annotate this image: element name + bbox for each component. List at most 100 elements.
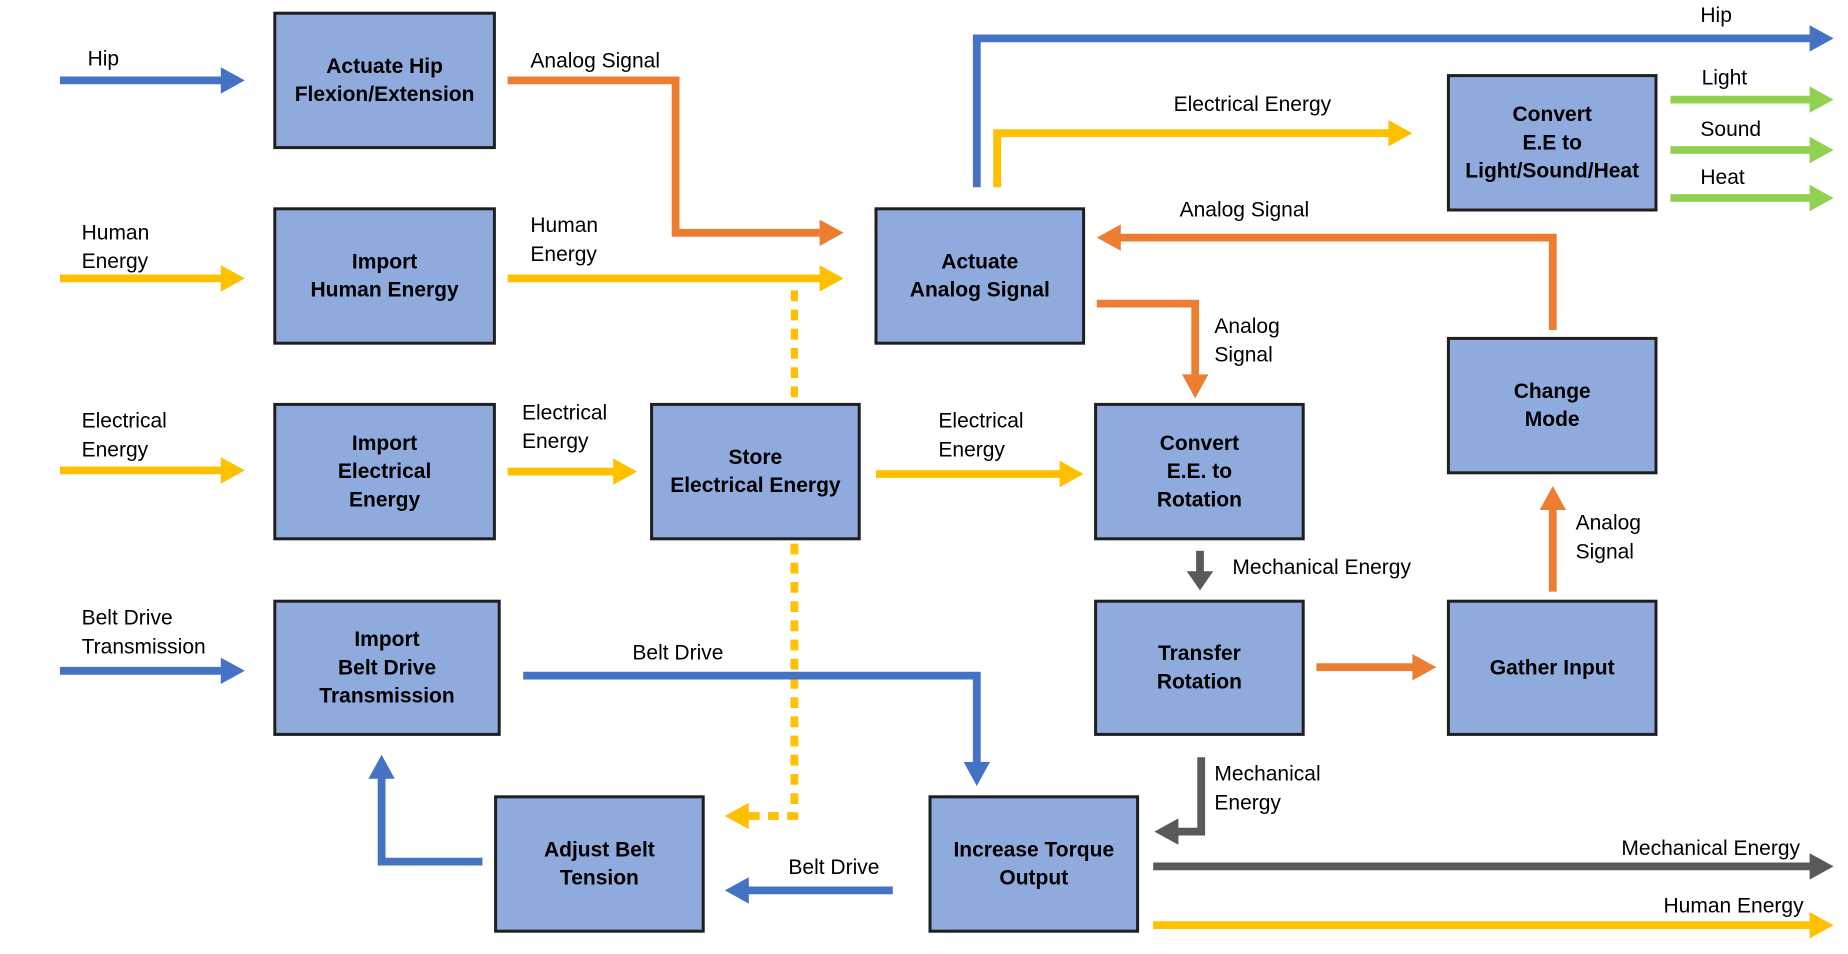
mechanical-out-label-line: Mechanical Energy xyxy=(1621,837,1800,860)
change-mode-box-label: Change xyxy=(1514,380,1591,403)
human-energy-output-arrow xyxy=(1153,912,1834,939)
adjust-belt-box-rect xyxy=(494,795,705,933)
electrical-to-light-arrow xyxy=(993,120,1413,188)
electrical-energy-input-arrow-head xyxy=(220,457,245,484)
mechanical-energy-to-torque-arrow xyxy=(1154,757,1206,845)
human-out-label-line: Human Energy xyxy=(1664,895,1805,918)
electrical-to-light-arrow-line xyxy=(993,129,1390,188)
store-electrical-box-label: Electrical Energy xyxy=(670,474,841,497)
increase-torque-box-rect xyxy=(928,795,1140,933)
flow-arrows xyxy=(60,25,1834,939)
heat-output-arrow-head xyxy=(1809,184,1834,212)
belt-drive-top-label-line: Belt Drive xyxy=(632,641,723,664)
analog-right-label-line: Analog xyxy=(1214,315,1279,338)
convert-rotation-box-label: Rotation xyxy=(1157,488,1242,511)
electrical-top-label-line: Electrical Energy xyxy=(1174,93,1332,116)
electrical-mid2-label-line: Energy xyxy=(938,439,1005,462)
hip-out-label: Hip xyxy=(1700,4,1732,27)
convert-light-box-label: Light/Sound/Heat xyxy=(1465,160,1639,183)
transfer-to-gather-arrow-head xyxy=(1412,654,1437,681)
analog-to-convert-arrow-head xyxy=(1182,374,1209,399)
human-out-label: Human Energy xyxy=(1664,895,1805,918)
change-mode-box-rect xyxy=(1446,336,1658,475)
electrical-in-label-line: Electrical xyxy=(82,410,167,433)
actuate-hip-box-label: Flexion/Extension xyxy=(295,83,475,106)
electrical-to-light-arrow-head xyxy=(1388,120,1413,147)
belt-drive-bottom-label: Belt Drive xyxy=(788,856,879,879)
convert-light-box-label: E.E to xyxy=(1522,131,1582,154)
convert-light-box-label: Convert xyxy=(1513,103,1592,126)
electrical-mid2-label-line: Electrical xyxy=(938,410,1023,433)
belt-drive-bottom-arrow xyxy=(724,877,893,904)
hip-in-label-line: Hip xyxy=(88,47,120,70)
human-energy-input-arrow-head xyxy=(220,265,245,292)
heat-out-label: Heat xyxy=(1700,166,1745,189)
hip-out-label-line: Hip xyxy=(1700,4,1732,27)
electrical-to-store-arrow-head xyxy=(613,458,638,485)
adjust-belt-box-label: Tension xyxy=(560,867,639,890)
transfer-to-gather-arrow xyxy=(1316,654,1437,681)
analog-change-label: Analog Signal xyxy=(1180,199,1310,222)
light-out-label: Light xyxy=(1702,67,1748,90)
change-mode-to-analog-arrow-head xyxy=(1096,224,1121,251)
human-energy-dashed-lower-arrow-head xyxy=(724,802,749,830)
gather-to-change-arrow xyxy=(1539,486,1566,592)
import-belt-box-label: Import xyxy=(354,628,419,651)
import-electrical-box-label: Energy xyxy=(349,488,421,511)
actuate-hip-box-rect xyxy=(273,11,496,150)
import-belt-box-rect xyxy=(273,599,501,736)
actuate-hip-box-label: Actuate Hip xyxy=(326,55,443,78)
heat-output-arrow xyxy=(1670,184,1834,212)
import-belt-box-label: Belt Drive xyxy=(338,656,436,679)
electrical-mid1-label-line: Electrical xyxy=(522,401,607,424)
human-energy-dashed-lower-arrow-line xyxy=(747,543,799,820)
light-output-arrow xyxy=(1670,86,1834,113)
adjust-belt-box-label: Adjust Belt xyxy=(544,838,655,861)
hip-output-arrow-line xyxy=(972,34,1811,188)
hip-output-arrow xyxy=(972,25,1834,188)
hip-input-arrow xyxy=(60,67,245,94)
mechanical-energy-down-arrow xyxy=(1186,550,1214,591)
belt-drive-bottom-arrow-head xyxy=(724,877,749,904)
human-in-label-line: Human xyxy=(82,221,150,244)
store-electrical-box-rect xyxy=(650,402,861,541)
sound-output-arrow-head xyxy=(1809,136,1834,164)
function-boxes: Actuate HipFlexion/ExtensionImportHuman … xyxy=(273,11,1658,933)
belt-drive-input-arrow-head xyxy=(220,657,245,684)
mechanical-low-label-line: Mechanical xyxy=(1214,763,1320,786)
import-electrical-box-rect xyxy=(273,402,496,541)
gather-input-box: Gather Input xyxy=(1446,599,1658,736)
human-energy-input-arrow xyxy=(60,265,245,292)
import-electrical-box-label: Import xyxy=(352,432,417,455)
light-out-label-line: Light xyxy=(1702,67,1748,90)
mechanical-mid-label-line: Mechanical Energy xyxy=(1232,556,1411,579)
transfer-rotation-box-rect xyxy=(1094,599,1305,736)
adjust-tension-to-import-arrow-head xyxy=(368,754,395,779)
convert-rotation-box-label: Convert xyxy=(1160,432,1239,455)
belt-in-label-line: Belt Drive xyxy=(82,607,173,630)
belt-drive-top-label: Belt Drive xyxy=(632,641,723,664)
light-output-arrow-head xyxy=(1809,86,1834,113)
heat-out-label-line: Heat xyxy=(1700,166,1745,189)
analog-top-label: Analog Signal xyxy=(530,50,660,73)
change-mode-to-analog-arrow-line xyxy=(1119,233,1557,330)
gather-to-change-arrow-head xyxy=(1539,486,1566,510)
belt-drive-to-torque-arrow xyxy=(523,671,990,786)
analog-signal-hip-arrow xyxy=(507,76,844,246)
